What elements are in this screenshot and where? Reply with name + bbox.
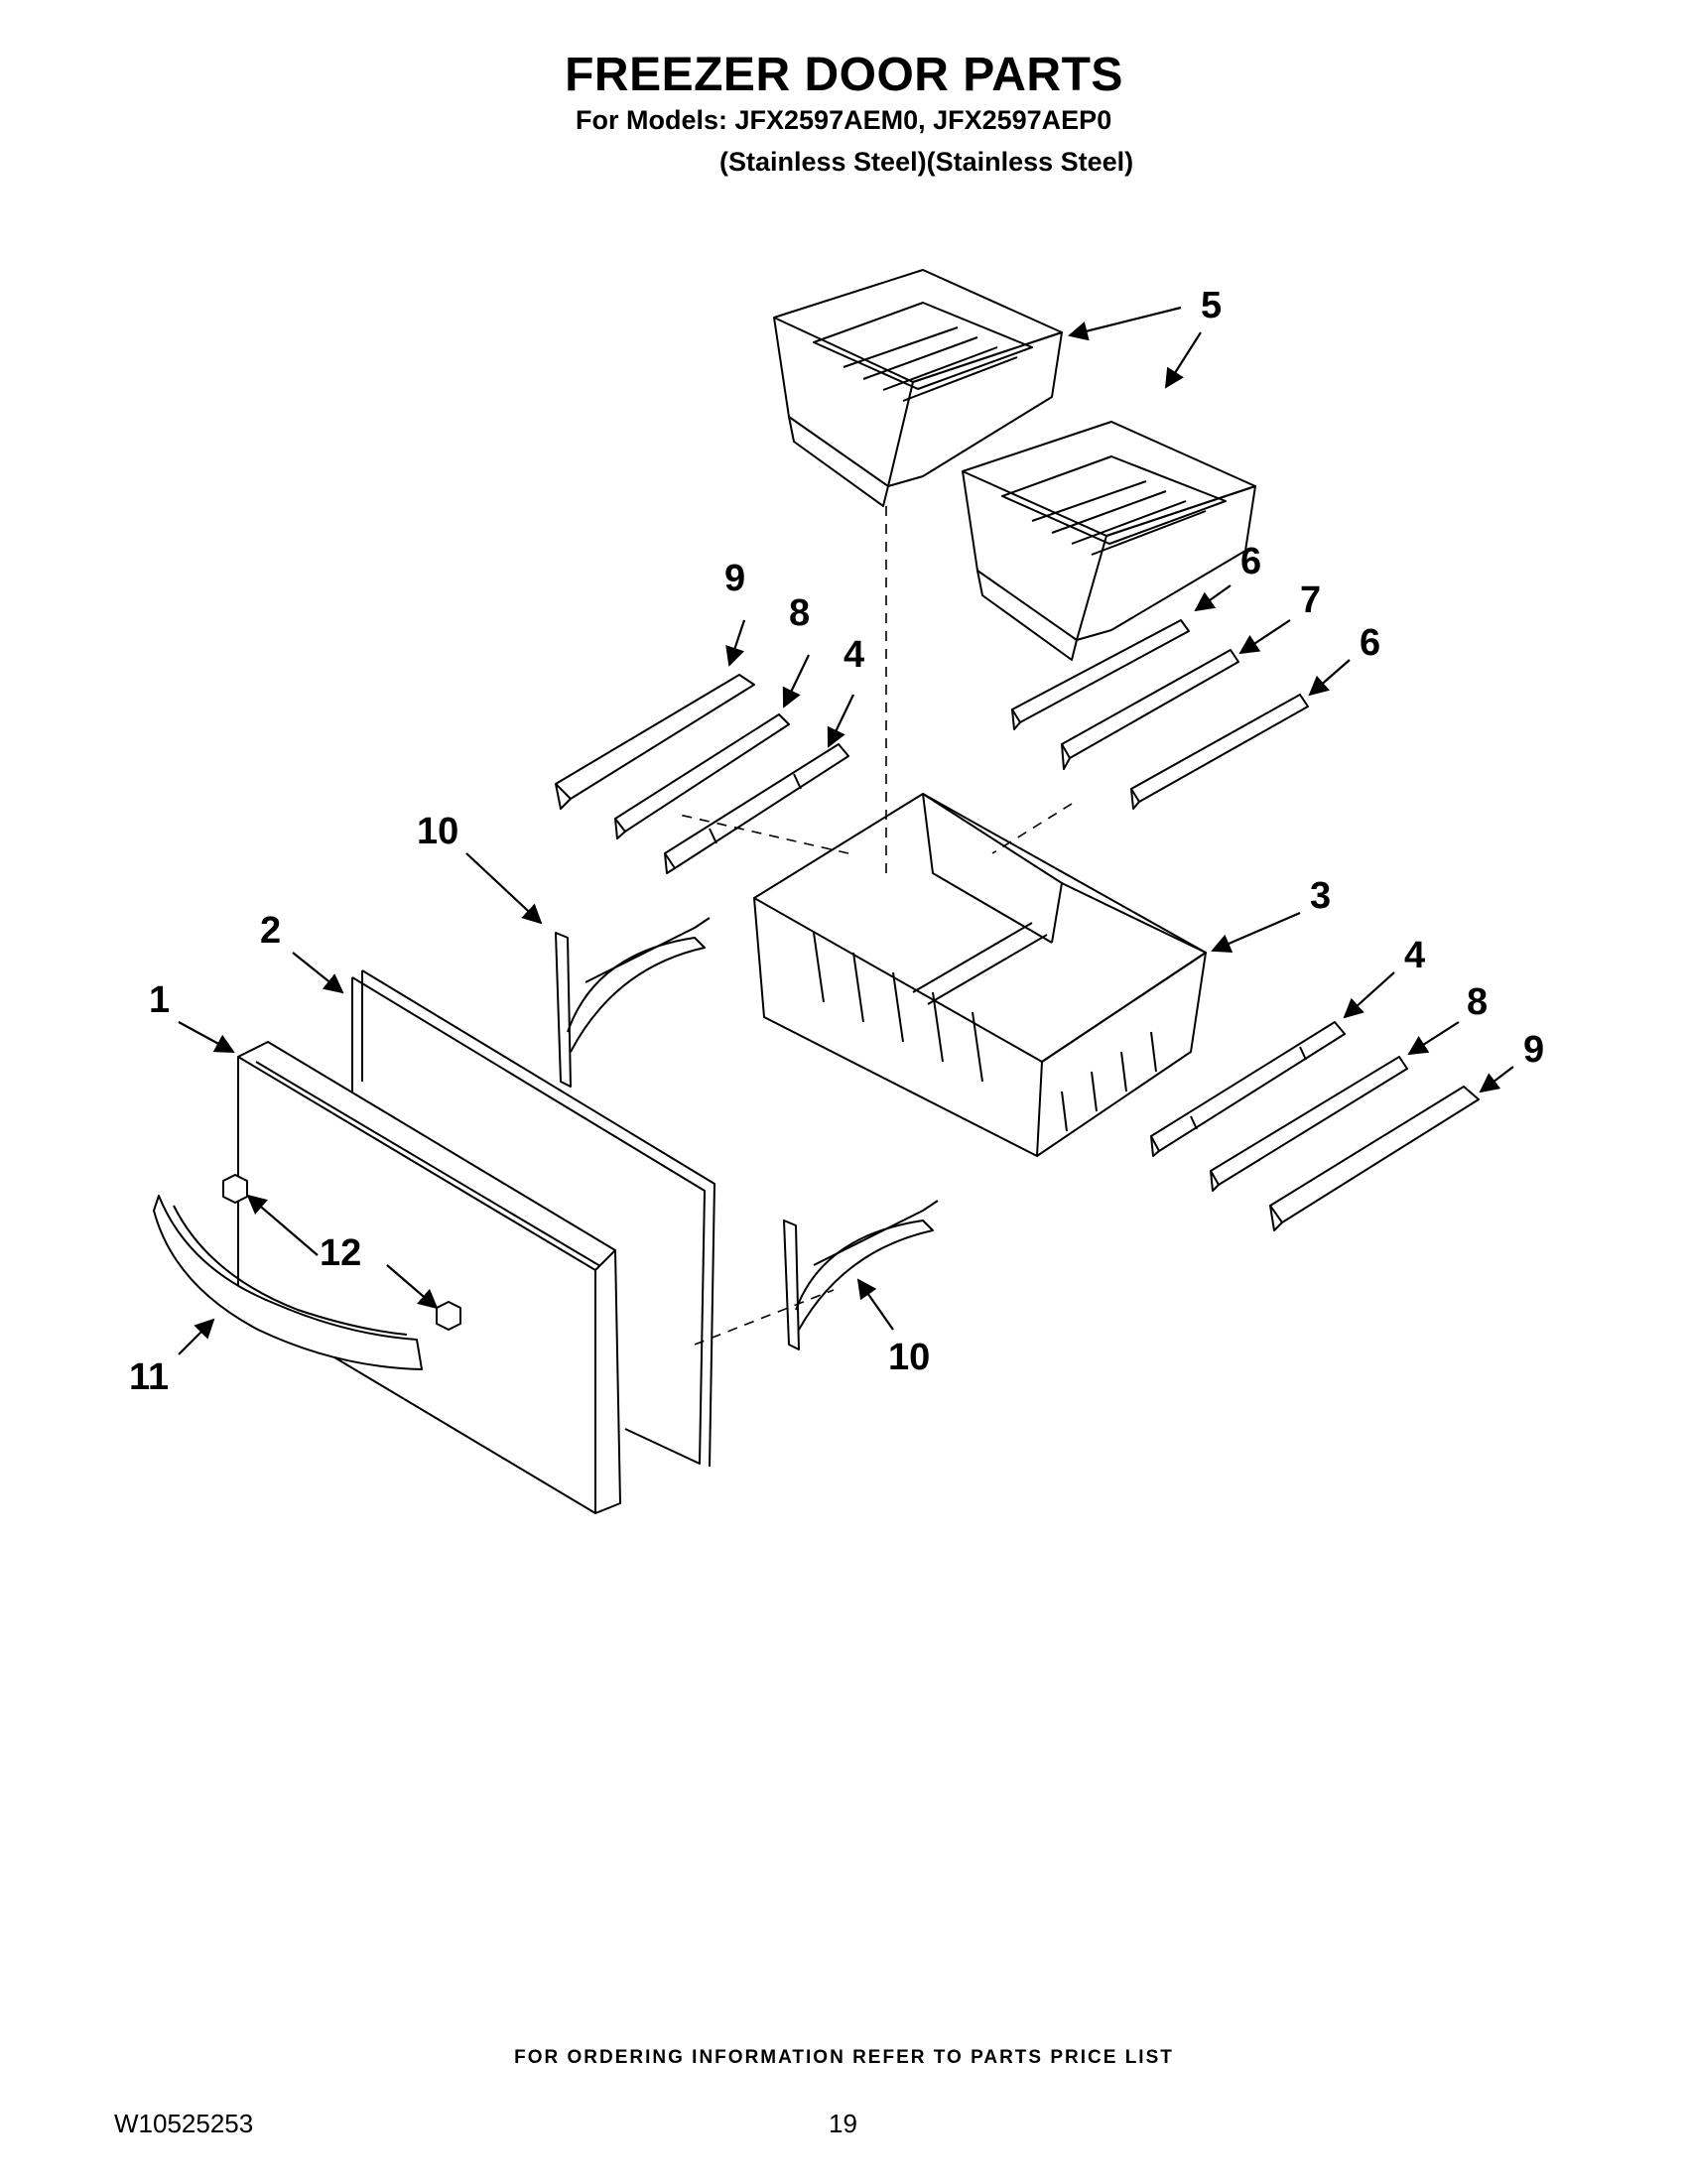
lower-rail-8: [1210, 1056, 1408, 1192]
right-rail-6-upper: [1011, 619, 1190, 730]
upper-basket-2: [962, 421, 1256, 661]
left-rail-4: [664, 743, 849, 874]
callout-2: 2: [260, 910, 281, 952]
page-title: FREEZER DOOR PARTS: [565, 49, 1123, 101]
callout-8-lower: 8: [1467, 981, 1488, 1023]
ordering-note: FOR ORDERING INFORMATION REFER TO PARTS …: [514, 2047, 1174, 2068]
callout-4-upper: 4: [844, 634, 864, 676]
lower-bracket-10: [783, 1200, 939, 1350]
callout-10-lower: 10: [888, 1337, 930, 1378]
left-rail-9: [555, 674, 755, 810]
callout-9-lower: 9: [1523, 1029, 1544, 1071]
upper-basket-1: [773, 269, 1063, 507]
door-handle: [153, 1195, 423, 1370]
callout-6-lower: 6: [1360, 622, 1380, 664]
callout-4-lower: 4: [1404, 935, 1425, 976]
callout-10-upper: 10: [417, 811, 458, 852]
right-rail-6-lower: [1130, 694, 1309, 810]
callout-1: 1: [149, 979, 170, 1021]
models-line: For Models: JFX2597AEM0, JFX2597AEP0: [576, 105, 1112, 135]
right-rail-7: [1061, 649, 1239, 770]
upper-bracket-10: [555, 917, 711, 1088]
callout-9-upper: 9: [724, 558, 745, 599]
lower-rail-9: [1269, 1086, 1480, 1231]
callout-12: 12: [320, 1232, 361, 1274]
callout-3: 3: [1310, 875, 1331, 917]
lower-rail-4: [1150, 1021, 1346, 1157]
finish-line: (Stainless Steel)(Stainless Steel): [719, 147, 1134, 177]
lower-basket: [753, 793, 1207, 1157]
callout-6-upper: 6: [1240, 541, 1261, 582]
door-panel: [237, 1041, 621, 1514]
callout-8-upper: 8: [789, 592, 810, 634]
door-gasket: [351, 969, 715, 1468]
left-rail-8: [614, 713, 790, 839]
document-number: W10525253: [114, 2109, 254, 2138]
screws: [222, 1174, 461, 1331]
leader-arrows: [178, 306, 1514, 1355]
callout-11: 11: [129, 1356, 169, 1398]
callout-7: 7: [1300, 579, 1321, 621]
page-number: 19: [829, 2109, 857, 2138]
callout-5: 5: [1201, 285, 1222, 326]
